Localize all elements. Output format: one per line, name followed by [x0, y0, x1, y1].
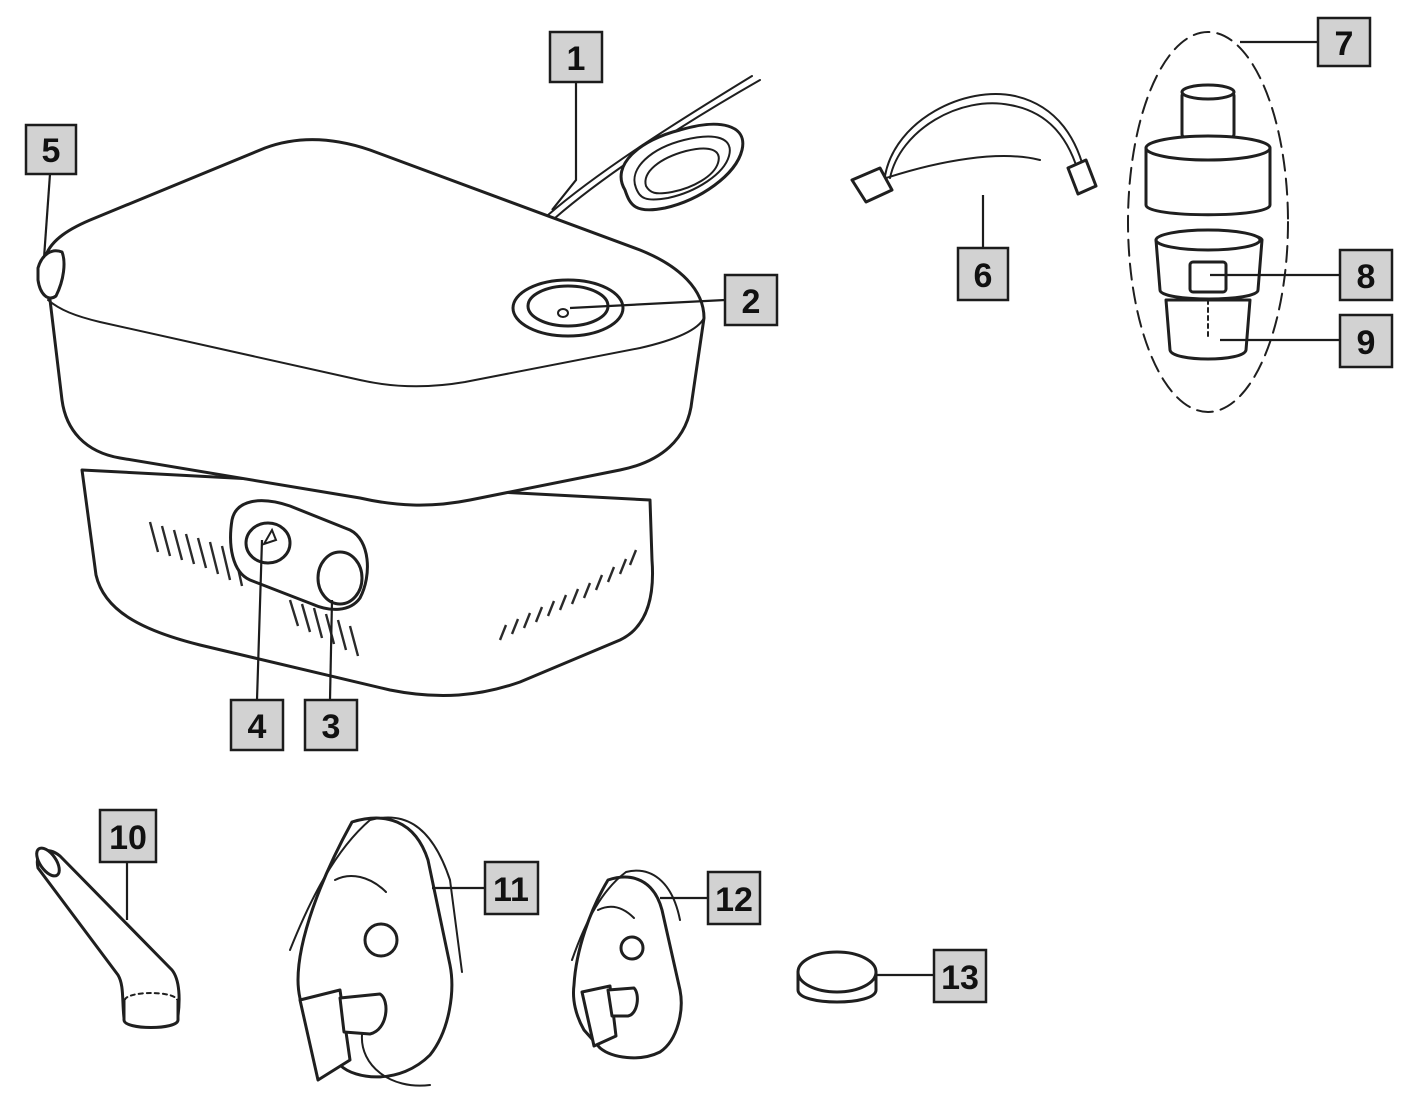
compressor-unit — [36, 75, 761, 697]
callout-5-label: 5 — [42, 132, 61, 170]
child-mask — [571, 869, 683, 1060]
callout-1: 1 — [548, 30, 604, 84]
callout-10-label: 10 — [109, 819, 147, 857]
nebulizer-kit-outline — [1127, 31, 1289, 413]
callout-10: 10 — [98, 808, 158, 864]
side-vents-right — [498, 549, 638, 641]
nebulizer-nozzle — [1188, 260, 1228, 294]
callout-2: 2 — [723, 273, 779, 327]
mouthpiece — [35, 846, 181, 1029]
callout-9-label: 9 — [1357, 324, 1376, 362]
air-filter-cover — [36, 249, 66, 300]
callout-6-label: 6 — [974, 257, 993, 295]
air-filter — [796, 950, 878, 1004]
callout-2-label: 2 — [742, 283, 761, 321]
tube-connector-left — [850, 166, 894, 204]
callout-4: 4 — [229, 698, 285, 752]
callout-3: 3 — [303, 698, 359, 752]
callout-8-label: 8 — [1357, 258, 1376, 296]
callout-6: 6 — [956, 246, 1010, 302]
callout-5: 5 — [24, 123, 78, 176]
nebulizer-kit — [1127, 31, 1289, 413]
callout-11: 11 — [483, 860, 540, 916]
callout-7: 7 — [1316, 16, 1372, 68]
power-cord — [547, 75, 761, 219]
callout-7-label: 7 — [1335, 25, 1354, 63]
callout-3-label: 3 — [322, 708, 341, 746]
air-tube — [850, 93, 1098, 204]
callout-1-label: 1 — [567, 40, 586, 78]
callout-9: 9 — [1338, 313, 1394, 369]
medication-cup — [1164, 298, 1252, 361]
callout-8: 8 — [1338, 248, 1394, 302]
compressor-body — [43, 138, 706, 507]
tube-connector-right — [1066, 158, 1098, 196]
filter-compartment[interactable] — [316, 550, 364, 606]
callout-12-label: 12 — [715, 881, 753, 919]
callout-11-label: 11 — [493, 871, 529, 909]
leader-lines — [42, 40, 1340, 977]
callout-4-label: 4 — [248, 708, 267, 746]
callout-13-label: 13 — [941, 959, 979, 997]
callout-12: 12 — [706, 870, 762, 926]
callout-13: 13 — [932, 948, 988, 1004]
adult-mask — [289, 816, 463, 1087]
